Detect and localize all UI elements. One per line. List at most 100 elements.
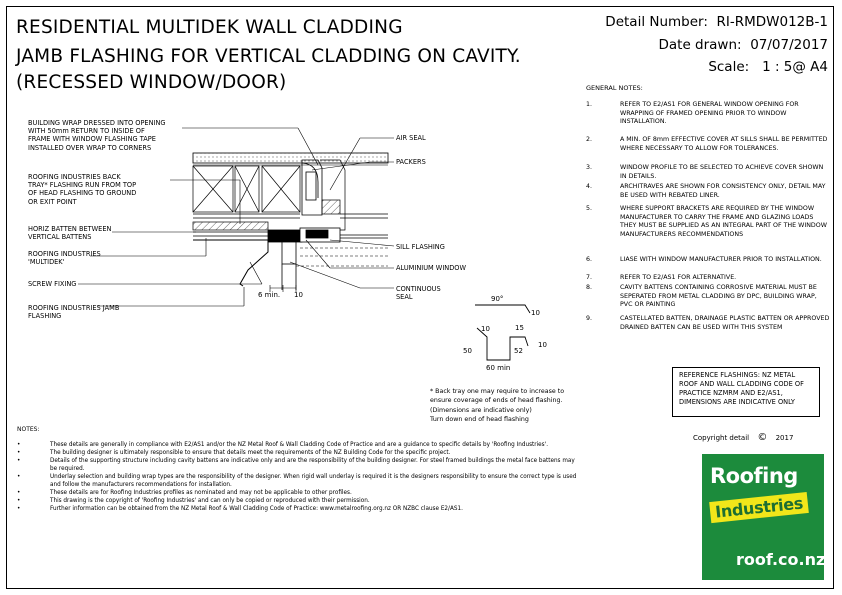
note-item-text: Details of the supporting structure incl… — [50, 458, 575, 473]
label-air-seal: AIR SEAL — [396, 134, 426, 142]
label-packers: PACKERS — [396, 158, 426, 166]
title-line-1: RESIDENTIAL MULTIDEK WALL CLADDING — [16, 17, 403, 38]
general-note-9: 9. CASTELLATED BATTEN, DRAINAGE PLASTIC B… — [586, 315, 831, 332]
title-line-2: JAMB FLASHING FOR VERTICAL CLADDING ON C… — [16, 46, 521, 67]
label-sill-flashing: SILL FLASHING — [396, 243, 445, 251]
general-note-3: 3.WINDOW PROFILE TO BE SELECTED TO ACHIE… — [586, 164, 831, 181]
general-note-6: 6. LIASE WITH WINDOW MANUFACTURER PRIOR T… — [586, 256, 831, 265]
general-notes-title: GENERAL NOTES: — [586, 84, 643, 92]
note-item: • Details of the supporting structure inc… — [17, 457, 577, 473]
roofing-industries-logo: Roofing Industries roof.co.nz — [702, 454, 826, 580]
note-number: 4. — [586, 183, 593, 190]
scale-value: 1 : 5@ A4 — [762, 59, 828, 75]
logo-text-industries: Industries — [709, 491, 809, 524]
aluminium-window-frame — [267, 227, 388, 290]
general-note-5: 5. WHERE SUPPORT BRACKETS ARE REQUIRED BY… — [586, 205, 831, 239]
label-multidek: ROOFING INDUSTRIES 'MULTIDEK' — [28, 250, 101, 267]
sill-hidden-lines — [296, 247, 388, 267]
note-number: 6. — [586, 256, 593, 263]
architrave — [301, 159, 323, 216]
timber-stud — [192, 165, 301, 213]
bullet-icon: • — [17, 458, 21, 465]
footnote-line: * Back tray one may require to increase … — [430, 388, 565, 395]
note-number: 9. — [586, 315, 593, 322]
label-continuous-seal: CONTINUOUS SEAL — [396, 285, 441, 302]
detail-number-label: Detail Number: — [605, 14, 708, 30]
bullet-icon: • — [17, 490, 21, 497]
label-aluminium-window: ALUMINIUM WINDOW — [396, 264, 466, 272]
dimension-lines — [269, 285, 297, 292]
general-note-2: 2. A MIN. OF 8mm EFFECTIVE COVER AT SILLS… — [586, 136, 831, 153]
bullet-icon: • — [17, 442, 21, 448]
bullet-icon: • — [17, 474, 21, 481]
detail-number-value: RI-RMDW012B-1 — [716, 14, 829, 30]
note-number: 2. — [586, 136, 593, 143]
footnote-line: Turn down end of head flashing — [430, 415, 529, 423]
dimension-6min: 6 min. — [258, 291, 281, 299]
jamb-flashing-profile — [475, 304, 531, 361]
notes-title: NOTES: — [17, 426, 40, 433]
footnote-line: ensure coverage of ends of head flashing… — [430, 397, 563, 405]
profile-dim-10b: 10 — [481, 325, 490, 333]
drawing-border — [6, 6, 834, 589]
detail-number-row: Detail Number: RI-RMDW012B-1 — [605, 14, 828, 30]
note-number: 1. — [586, 101, 593, 108]
back-tray-footnote: * Back tray one may require to increase … — [430, 387, 564, 424]
note-text: REFER TO E2/AS1 FOR ALTERNATIVE. — [620, 274, 737, 281]
bullet-icon: • — [17, 506, 21, 513]
general-note-7: 7. REFER TO E2/AS1 FOR ALTERNATIVE. — [586, 274, 831, 283]
label-screw-fixing: SCREW FIXING — [28, 280, 77, 288]
label-building-wrap: BUILDING WRAP DRESSED INTO OPENING WITH … — [28, 119, 166, 152]
copyright-icon: © — [757, 432, 768, 443]
date-label: Date drawn: — [658, 37, 742, 53]
note-text: CAVITY BATTENS CONTAINING CORROSIVE MATE… — [620, 284, 817, 309]
note-text: CASTELLATED BATTEN, DRAINAGE PLASTIC BAT… — [620, 315, 830, 331]
date-row: Date drawn: 07/07/2017 — [658, 37, 828, 53]
date-value: 07/07/2017 — [750, 37, 828, 53]
profile-angle: 90° — [491, 295, 504, 303]
note-item-text: This drawing is the copyright of 'Roofin… — [50, 498, 370, 505]
note-text: LIASE WITH WINDOW MANUFACTURER PRIOR TO … — [620, 256, 822, 263]
wall-lining — [192, 152, 389, 166]
window-reveal — [320, 159, 388, 231]
note-text: WINDOW PROFILE TO BE SELECTED TO ACHIEVE… — [620, 164, 824, 180]
leader-lines — [78, 127, 395, 307]
copyright-year: 2017 — [775, 434, 794, 442]
note-text: WHERE SUPPORT BRACKETS ARE REQUIRED BY T… — [620, 205, 827, 238]
general-note-4: 4. ARCHITRAVES ARE SHOWN FOR CONSISTENCY … — [586, 183, 831, 200]
cladding-layers — [192, 213, 300, 287]
bullet-icon: • — [17, 498, 21, 505]
copyright-label: Copyright detail — [693, 434, 750, 442]
note-item: • Underlay selection and building wrap ty… — [17, 473, 577, 489]
note-item-text: Further information can be obtained from… — [50, 506, 463, 513]
note-item-text: Underlay selection and building wrap typ… — [50, 474, 577, 489]
note-text: ARCHITRAVES ARE SHOWN FOR CONSISTENCY ON… — [620, 183, 826, 199]
note-item: • Further information can be obtained fro… — [17, 505, 577, 513]
note-text: REFER TO E2/AS1 FOR GENERAL WINDOW OPENI… — [620, 101, 799, 126]
note-item: • These details are for Roofing Industrie… — [17, 489, 577, 497]
general-note-1: 1. REFER TO E2/AS1 FOR GENERAL WINDOW OPE… — [586, 101, 831, 127]
note-item-text: The building designer is ultimately resp… — [50, 450, 451, 457]
footnote-line: (Dimensions are indicative only) — [430, 406, 532, 414]
general-note-8: 8. CAVITY BATTENS CONTAINING CORROSIVE MA… — [586, 284, 831, 310]
note-item: • This drawing is the copyright of 'Roofi… — [17, 497, 577, 505]
note-item: • These details are generally in complian… — [17, 441, 577, 449]
note-number: 5. — [586, 205, 593, 212]
note-number: 7. — [586, 274, 593, 281]
reference-flashings-box: REFERENCE FLASHINGS: NZ METAL ROOF AND W… — [672, 367, 820, 417]
note-item: •The building designer is ultimately res… — [17, 449, 577, 457]
scale-row: Scale: 1 : 5@ A4 — [708, 59, 828, 75]
note-item-text: These details are for Roofing Industries… — [50, 490, 352, 497]
notes-list: • These details are generally in complian… — [17, 441, 577, 513]
label-horiz-batten: HORIZ BATTEN BETWEEN VERTICAL BATTENS — [28, 225, 112, 242]
note-item-text: These details are generally in complianc… — [50, 442, 549, 448]
profile-dim-52: 52 — [514, 347, 523, 355]
profile-dim-10c: 10 — [538, 341, 547, 349]
title-line-3: (RECESSED WINDOW/DOOR) — [16, 72, 287, 93]
label-back-tray-flashing: ROOFING INDUSTRIES BACK TRAY* FLASHING R… — [28, 173, 137, 206]
note-text: A MIN. OF 8mm EFFECTIVE COVER AT SILLS S… — [620, 136, 828, 152]
note-number: 8. — [586, 284, 593, 291]
logo-text-url: roof.co.nz — [736, 550, 826, 569]
logo-text-roofing: Roofing — [710, 464, 798, 488]
